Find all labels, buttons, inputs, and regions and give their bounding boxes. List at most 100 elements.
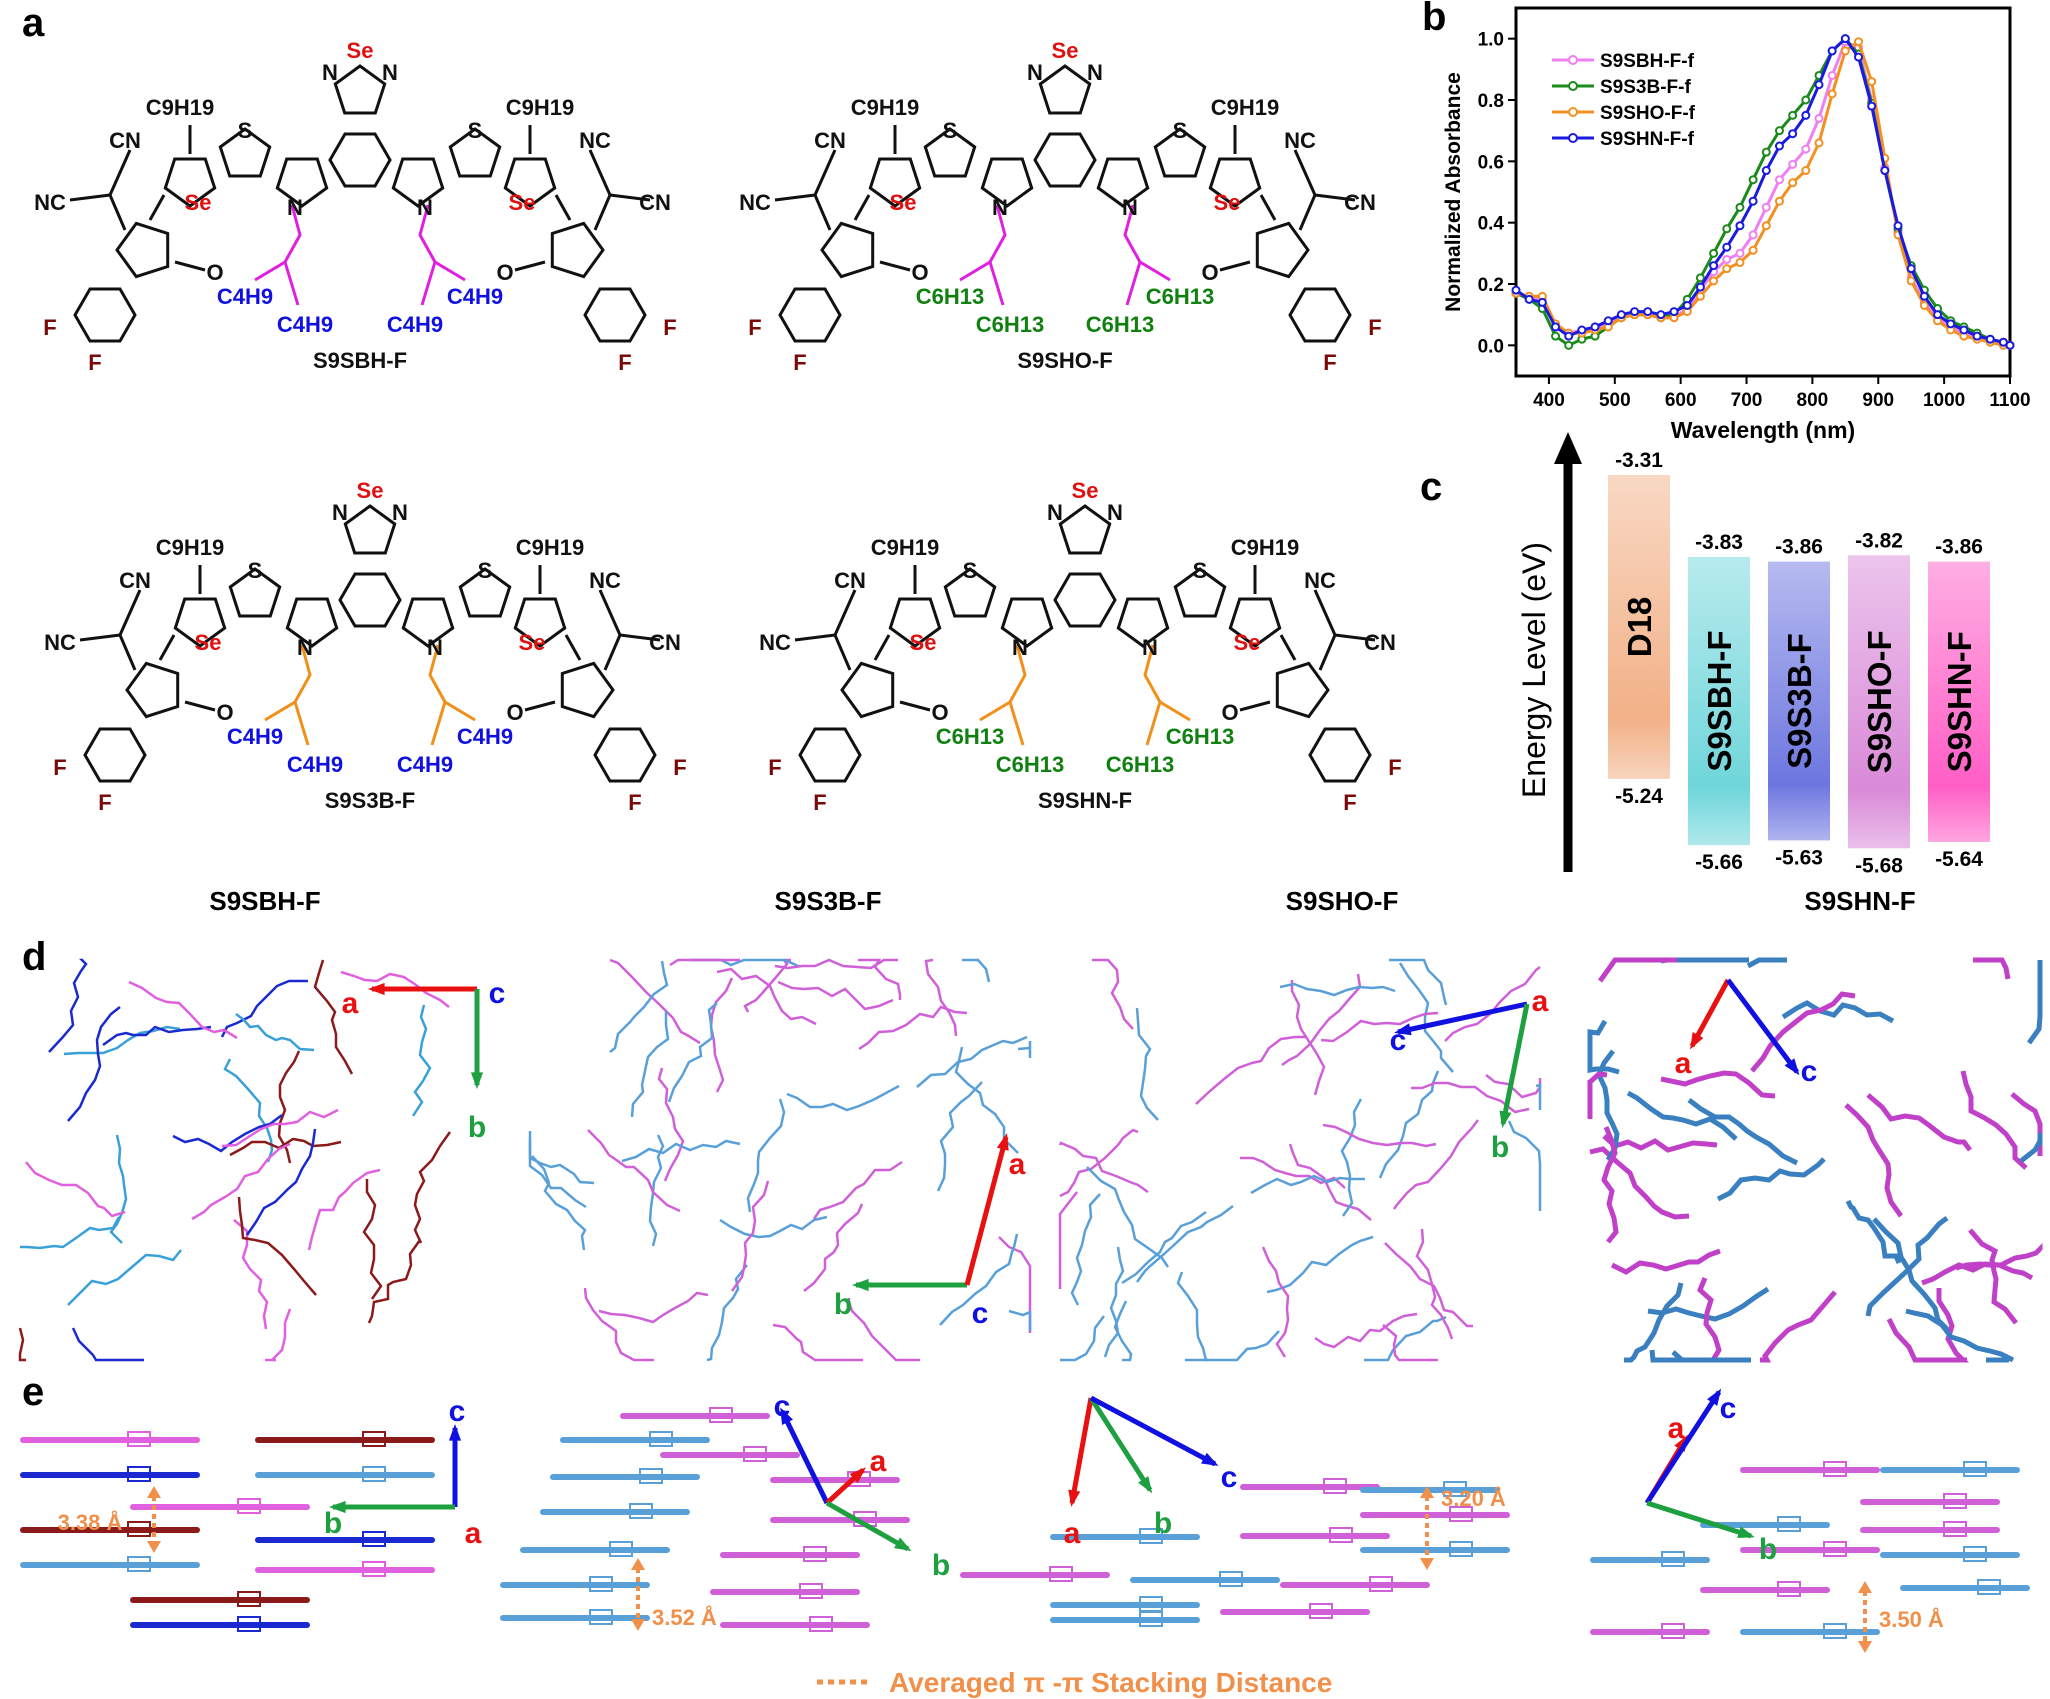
data-point bbox=[1840, 46, 1850, 56]
stacking-legend: Averaged π -π Stacking Distance bbox=[817, 1667, 1332, 1698]
molecule-backbone bbox=[340, 970, 450, 1008]
atom-label: O bbox=[911, 260, 928, 285]
data-point bbox=[1748, 245, 1758, 255]
atom-label: F bbox=[1388, 755, 1401, 780]
arrow-head-icon bbox=[852, 1278, 869, 1292]
atom-label: CN bbox=[109, 128, 141, 153]
lumo-value: -3.86 bbox=[1775, 536, 1823, 559]
end-group bbox=[609, 1541, 633, 1557]
molecule-backbone bbox=[1660, 1070, 1776, 1099]
alkyl-chain bbox=[979, 644, 1027, 722]
data-point bbox=[1801, 95, 1811, 105]
atom-label: CN bbox=[639, 190, 671, 215]
axis-label-b: b bbox=[1759, 1533, 1777, 1566]
data-point bbox=[2005, 340, 2015, 350]
ring-bond bbox=[550, 221, 605, 279]
ring-bond bbox=[83, 727, 147, 783]
data-point bbox=[1801, 166, 1811, 176]
atom-label: NC bbox=[759, 630, 791, 655]
molecule-backbone bbox=[786, 1084, 900, 1112]
stacked-molecule bbox=[130, 1597, 310, 1603]
end-group bbox=[237, 1498, 261, 1514]
molecule-backbone bbox=[25, 1161, 126, 1218]
stacked-molecule bbox=[1880, 1552, 2020, 1558]
stacking-panel bbox=[500, 1407, 910, 1632]
data-point bbox=[1709, 248, 1719, 258]
molecule-backbone bbox=[109, 1134, 128, 1244]
molecule-backbone bbox=[1602, 1134, 1718, 1153]
molecule-backbone bbox=[847, 1298, 920, 1362]
molecule-backbone bbox=[1921, 1261, 2034, 1286]
molecule-backbone bbox=[630, 1011, 670, 1118]
atom-label: N bbox=[392, 500, 408, 525]
data-point bbox=[1774, 196, 1784, 206]
ring-bond bbox=[1153, 127, 1207, 178]
molecule-backbone bbox=[936, 1081, 983, 1192]
ring-bond bbox=[593, 727, 657, 783]
side-chain-label: C4H9 bbox=[287, 752, 343, 777]
bond bbox=[564, 634, 582, 661]
y-tick-label: 0.0 bbox=[1478, 336, 1504, 357]
molecule-backbone bbox=[1070, 1193, 1101, 1306]
axis-label-b: b bbox=[834, 1288, 852, 1321]
molecule-backbone bbox=[1261, 1246, 1290, 1358]
ring-bond bbox=[173, 597, 227, 648]
atom-label: S bbox=[238, 118, 253, 143]
molecule-backbone bbox=[1092, 958, 1134, 1030]
molecule-backbone bbox=[1507, 1120, 1542, 1211]
end-group bbox=[809, 1616, 833, 1632]
bond bbox=[1318, 634, 1337, 671]
ring-bond bbox=[1033, 132, 1097, 188]
bond bbox=[174, 260, 206, 272]
molecule-backbone bbox=[1279, 982, 1396, 997]
side-chain-label: C4H9 bbox=[277, 312, 333, 337]
side-chain-label: C6H13 bbox=[1106, 752, 1174, 777]
data-point bbox=[1564, 331, 1574, 341]
stacked-molecule bbox=[520, 1547, 670, 1553]
axis-label-a: a bbox=[870, 1445, 887, 1478]
ring-bond bbox=[513, 597, 567, 648]
data-point bbox=[1854, 52, 1864, 62]
crystal-titles: S9SBH-F S9S3B-F S9SHO-F S9SHN-F bbox=[209, 886, 1915, 916]
atom-label: N bbox=[427, 635, 443, 660]
molecule-backbone bbox=[1485, 1074, 1542, 1099]
atom-label: F bbox=[88, 350, 101, 375]
ring-bond bbox=[1208, 157, 1262, 208]
y-tick-label: 1.0 bbox=[1478, 30, 1504, 51]
data-point bbox=[1722, 264, 1732, 274]
molecule-backbone bbox=[1760, 1290, 1837, 1363]
stacked-molecule bbox=[20, 1472, 200, 1478]
molecule-backbone bbox=[1392, 1119, 1479, 1210]
data-point bbox=[1695, 282, 1705, 292]
molecule-backbone bbox=[587, 1129, 681, 1213]
data-point bbox=[1748, 175, 1758, 185]
bond bbox=[1314, 193, 1356, 202]
molecule-backbone bbox=[716, 967, 817, 1026]
end-group bbox=[589, 1576, 613, 1592]
molecule-backbone bbox=[1185, 1330, 1280, 1362]
ring-bond bbox=[888, 597, 942, 648]
axis-arrow-a bbox=[964, 1136, 1009, 1286]
stacking-panel bbox=[1590, 1461, 2030, 1639]
data-point bbox=[1590, 322, 1600, 332]
molecule-backbone bbox=[1240, 1156, 1346, 1189]
end-group bbox=[1049, 1566, 1073, 1582]
data-point bbox=[1695, 273, 1705, 283]
axis-label-a: a bbox=[342, 987, 359, 1020]
ring-bond bbox=[163, 157, 217, 208]
molecule-backbone bbox=[598, 1291, 709, 1324]
stacked-molecule bbox=[1240, 1533, 1390, 1539]
atom-label: F bbox=[748, 315, 761, 340]
ring-bond bbox=[1228, 597, 1282, 648]
molecule-backbone bbox=[746, 1098, 786, 1213]
axis-arrow-c bbox=[779, 1409, 830, 1505]
molecule-backbone bbox=[1322, 1123, 1437, 1148]
end-group bbox=[127, 1431, 151, 1447]
molecule-backbone bbox=[1340, 1098, 1363, 1217]
alkyl-chain bbox=[988, 261, 1005, 306]
molecule-backbone bbox=[18, 1327, 26, 1362]
arrow-head-icon bbox=[1201, 1452, 1219, 1466]
